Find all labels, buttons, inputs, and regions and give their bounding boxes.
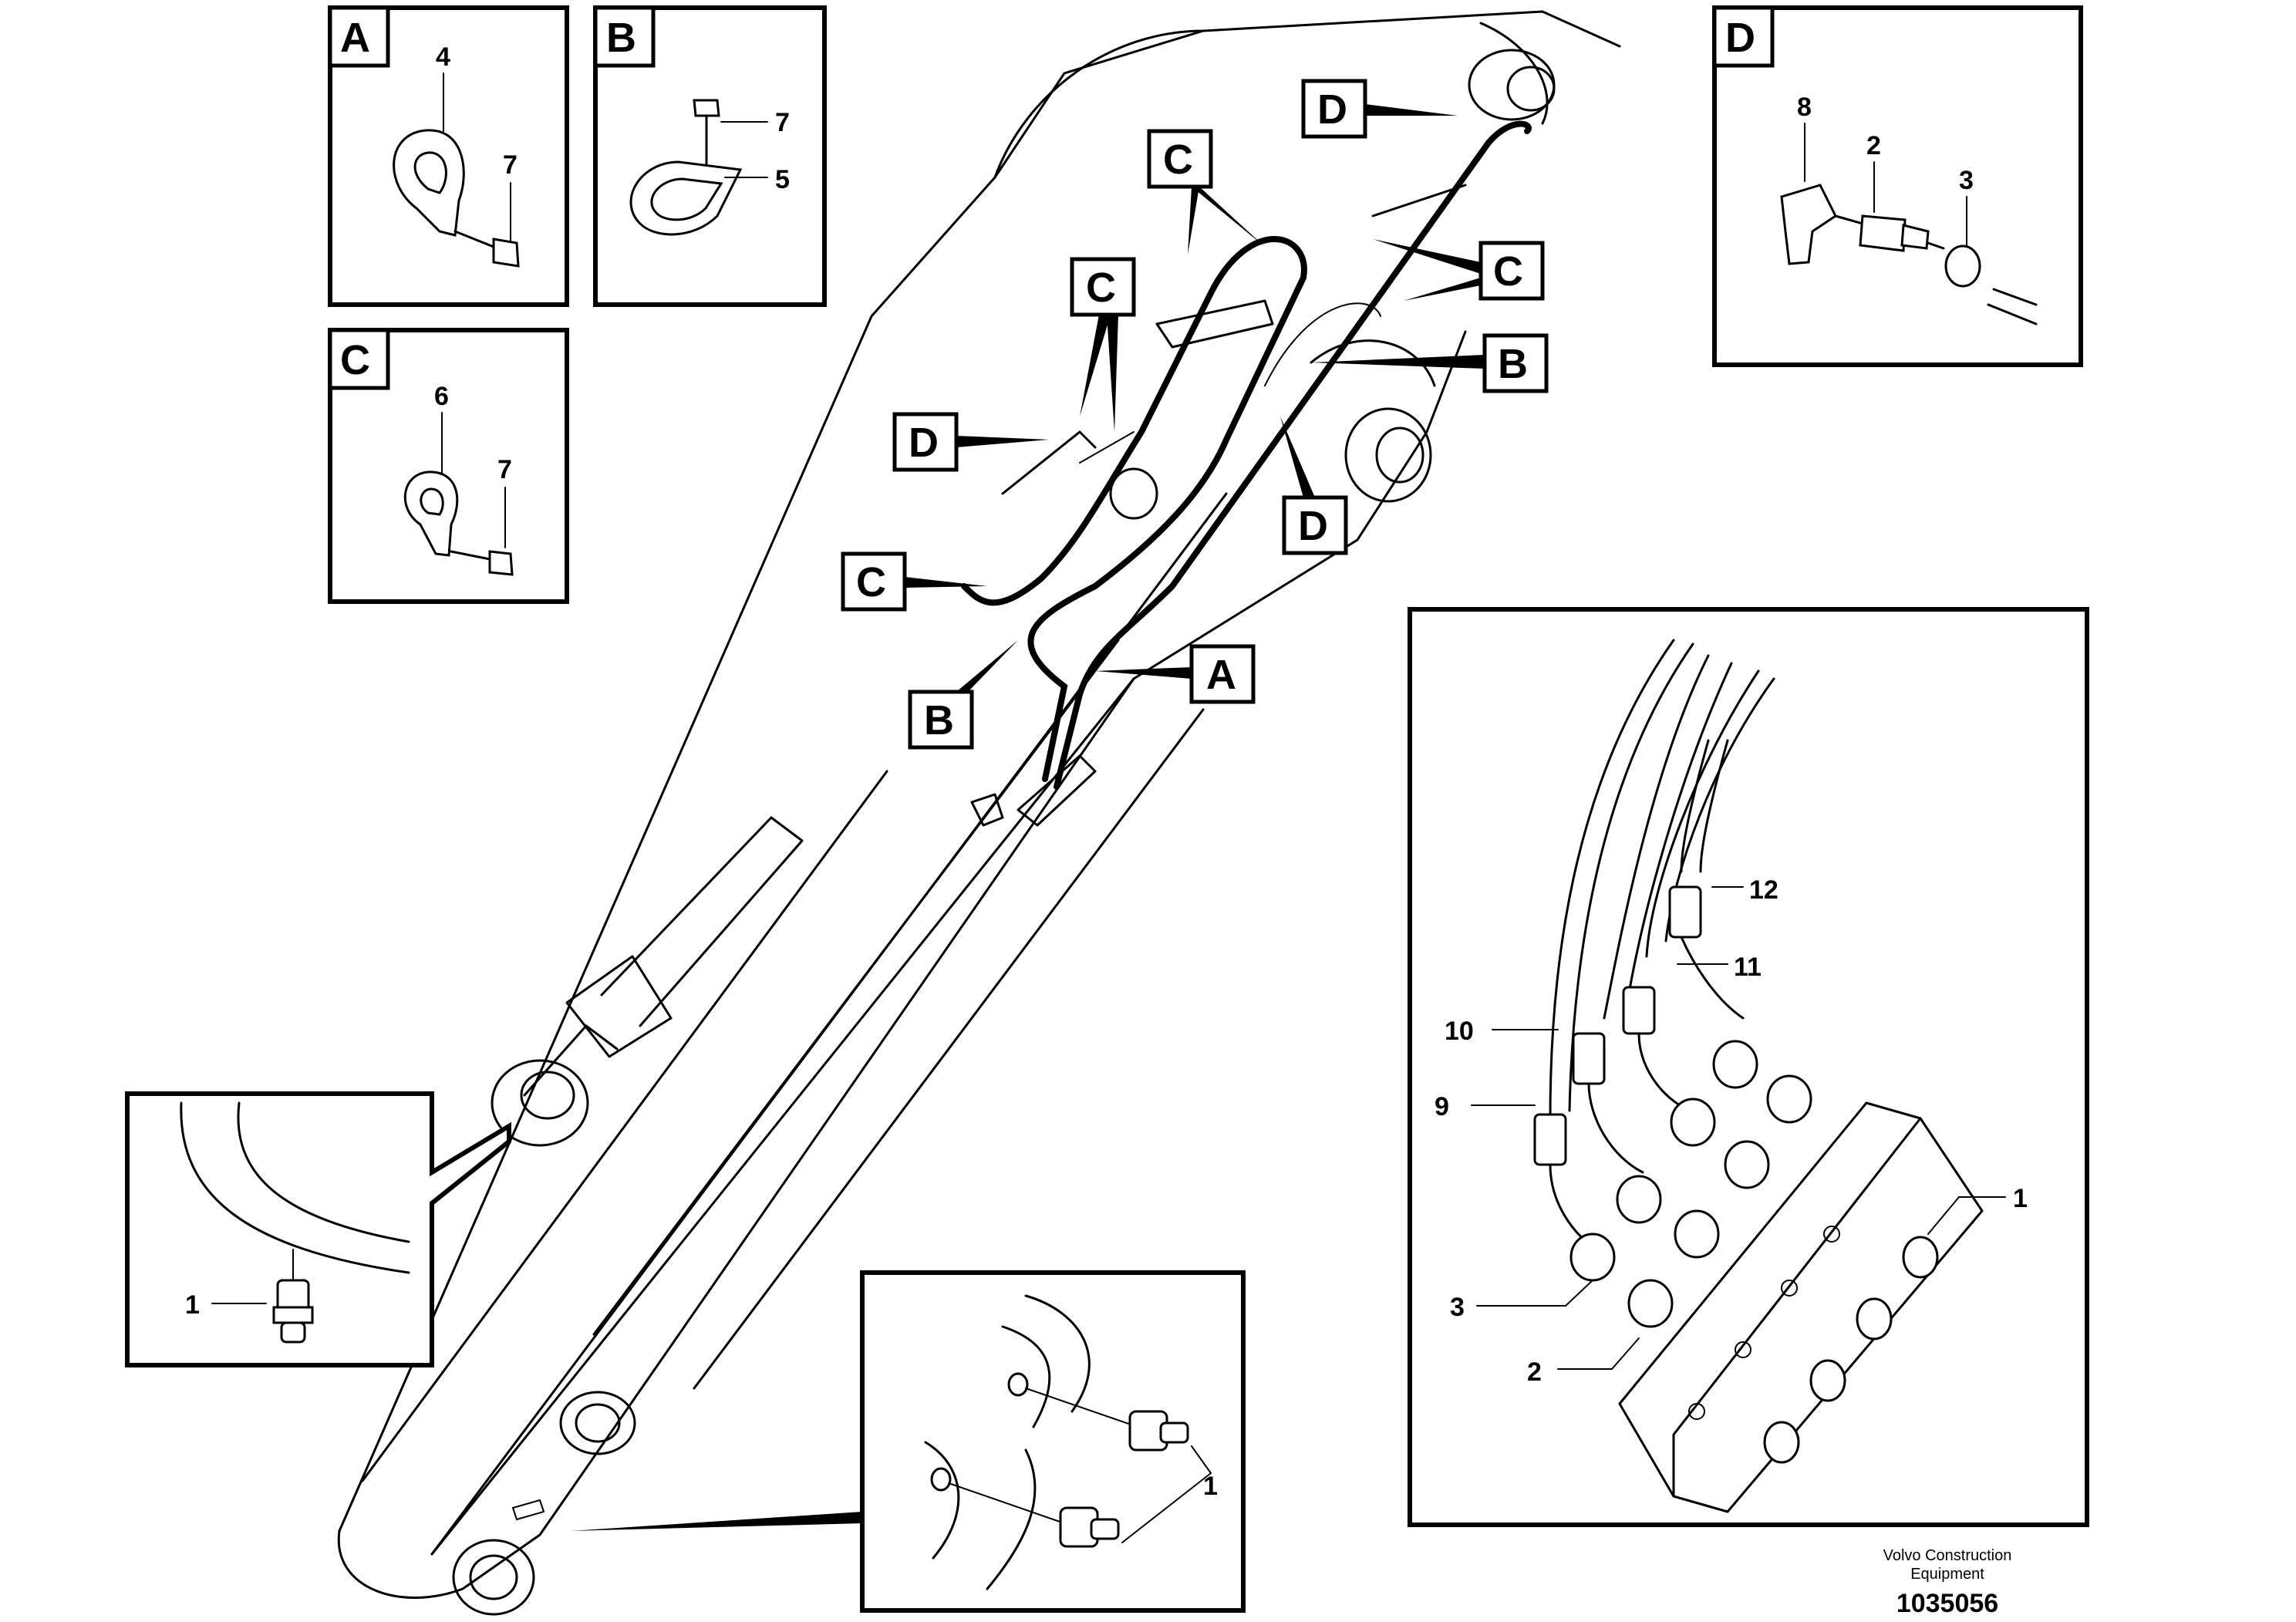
callout-b-left: B [924,697,954,744]
inset-d-part-2: 2 [1866,131,1881,160]
grease-nipple-icon [272,1279,314,1344]
inset-d-part-3: 3 [1959,166,1974,195]
inset-b-part-5: 5 [775,165,790,194]
inset-b-panel: B 7 5 [593,5,827,307]
inset-c-label-box [328,328,390,390]
grease-nipple-icon [1128,1410,1189,1452]
inset-a-label-box [328,5,390,68]
bolt-icon [450,550,514,576]
inset-d-part-8: 8 [1797,93,1812,122]
callout-d-left: D [909,420,939,466]
drawing-footer: Volvo Construction Equipment 1035056 [1883,1547,2012,1618]
inset-d-letter: D [1725,15,1755,61]
company-name-line2: Equipment [1910,1566,1984,1583]
callout-d-middle: D [1298,503,1328,549]
inset-c-letter: C [340,337,370,383]
hose-end-icon [1987,288,2038,325]
callout-b-right: B [1498,341,1528,387]
inset-d-label-box [1712,5,1775,68]
grease-nipple-detail-left: 1 [125,1091,511,1367]
callout-d-top: D [1317,86,1347,133]
detail-part-2: 2 [1527,1357,1542,1387]
inset-b-part-7: 7 [775,108,790,137]
bolt-icon [453,230,520,268]
elbow-fitting-icon [1780,184,1864,265]
callout-c-left-upper: C [1086,265,1116,311]
hydraulic-hose-routing [961,120,1532,790]
inset-a-letter: A [340,15,370,61]
p-clamp-icon [403,470,459,557]
callout-c-top: C [1163,137,1193,183]
callout-c-left-lower: C [856,559,886,605]
p-clamp-icon [393,129,465,237]
inset-d-panel: D 8 2 3 [1712,5,2083,367]
detail-part-12: 12 [1749,875,1778,905]
center-detail-part-1: 1 [1203,1472,1218,1501]
drawing-number: 1035056 [1896,1589,1998,1618]
callout-c-right: C [1493,248,1523,295]
inset-b-letter: B [606,15,636,61]
boom-arm-drawing [337,10,1621,1616]
inset-a-panel: A 4 7 [328,5,569,307]
fittings [1533,885,1745,1251]
p-clamp-icon [629,160,743,236]
nut-icon [1927,241,1981,288]
grease-nipple-detail-center: 1 [571,1270,1246,1613]
manifold-block [1569,1040,1984,1513]
adapter-icon [1859,214,1930,252]
detail-part-10: 10 [1445,1017,1474,1046]
inset-c-part-7: 7 [497,455,512,484]
detail-part-11: 11 [1734,953,1762,982]
inset-c-part-6: 6 [434,382,449,411]
callout-a: A [1206,652,1236,698]
bolt-icon [693,99,720,167]
manifold-detail-panel: 12 11 10 9 3 2 1 [1408,607,2089,1527]
callout-tags: D C C C B D D C B [841,79,1549,750]
detail-part-3: 3 [1450,1293,1465,1322]
detail-part-1: 1 [2013,1184,2028,1213]
left-detail-part-1: 1 [185,1290,200,1320]
company-name-line1: Volvo Construction [1883,1547,2012,1564]
grease-nipple-icon [1059,1506,1120,1548]
inset-c-panel: C 6 7 [328,328,569,604]
inset-a-part-4: 4 [436,42,450,72]
inset-a-part-7: 7 [503,150,518,180]
inset-b-label-box [593,5,656,68]
detail-part-9: 9 [1435,1092,1449,1121]
